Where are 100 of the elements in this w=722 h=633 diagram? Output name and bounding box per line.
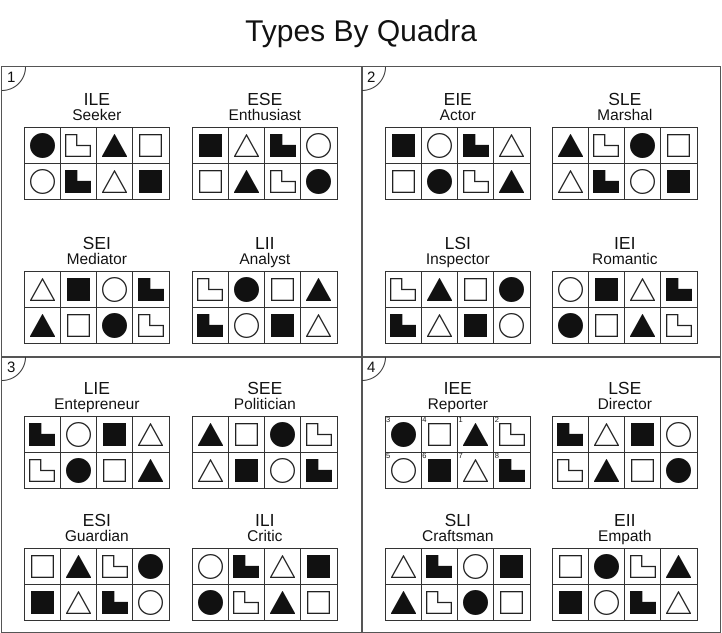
type-code: SEE	[247, 379, 282, 397]
quadrant-panel	[361, 356, 721, 632]
grid-cell	[422, 416, 458, 452]
grid-cell	[588, 548, 625, 584]
type-code: EIE	[444, 90, 472, 108]
grid-cell	[422, 584, 458, 620]
grid-cell	[588, 308, 625, 344]
type-code: LIE	[84, 379, 110, 397]
grid-cell	[386, 128, 422, 164]
type-code: SLE	[608, 90, 642, 108]
grid-cell	[625, 548, 662, 584]
type-code: EII	[614, 511, 636, 529]
grid-cell	[24, 584, 61, 620]
grid-cell	[661, 548, 698, 584]
grid-cell	[97, 452, 134, 488]
grid-cell	[661, 416, 698, 452]
grid-cell	[265, 452, 302, 488]
grid-cell	[228, 128, 265, 164]
grid-cell	[301, 128, 338, 164]
grid-cell	[60, 584, 97, 620]
grid-cell	[588, 584, 625, 620]
grid-cell	[588, 164, 625, 200]
grid-cell	[60, 272, 97, 308]
grid-cell	[192, 584, 229, 620]
type-code: LSI	[444, 234, 471, 252]
grid-cell	[60, 164, 97, 200]
grid-cell	[228, 452, 265, 488]
grid-cell	[458, 164, 494, 200]
type-code: IEI	[614, 234, 636, 252]
type-name: Craftsman	[422, 529, 494, 544]
grid-cell	[552, 128, 589, 164]
grid-cell	[625, 584, 662, 620]
grid-cell	[494, 164, 530, 200]
grid-cell	[661, 584, 698, 620]
type-code: ILE	[84, 90, 110, 108]
grid-cell	[60, 452, 97, 488]
type-name: Enthusiast	[228, 108, 301, 123]
grid-cell	[192, 416, 229, 452]
type-name: Empath	[598, 529, 652, 544]
grid-cell	[24, 128, 61, 164]
grid-cell	[228, 308, 265, 344]
grid-cell	[661, 272, 698, 308]
grid-cell	[265, 128, 302, 164]
grid-cell	[192, 308, 229, 344]
type-name: Analyst	[239, 252, 290, 267]
grid-cell	[97, 584, 134, 620]
grid-cell	[625, 452, 662, 488]
grid-cell	[228, 272, 265, 308]
type-name: Guardian	[64, 529, 129, 544]
grid-cell	[494, 308, 530, 344]
type-code: SLI	[444, 511, 471, 529]
type-name: Romantic	[592, 252, 658, 267]
type-code: ILI	[255, 511, 274, 529]
grid-cell	[228, 416, 265, 452]
grid-cell	[552, 416, 589, 452]
grid-cell	[552, 272, 589, 308]
grid-cell	[386, 164, 422, 200]
grid-cell	[588, 416, 625, 452]
type-code: IEE	[444, 379, 472, 397]
grid-cell	[386, 416, 422, 452]
grid-cell	[24, 308, 61, 344]
grid-cell	[133, 584, 170, 620]
type-name: Mediator	[66, 252, 127, 267]
quadrant-number: 1	[2, 67, 26, 91]
grid-cell	[192, 164, 229, 200]
grid-cell	[458, 128, 494, 164]
grid-cell	[422, 548, 458, 584]
grid-cell	[494, 272, 530, 308]
grid-cell	[386, 584, 422, 620]
grid-cell	[588, 128, 625, 164]
grid-cell	[97, 416, 134, 452]
grid-cell	[494, 548, 530, 584]
grid-cell	[228, 584, 265, 620]
type-name: Marshal	[597, 108, 652, 123]
grid-cell	[422, 128, 458, 164]
grid-cell	[458, 416, 494, 452]
grid-cell	[133, 452, 170, 488]
grid-cell	[458, 308, 494, 344]
grid-cell	[458, 548, 494, 584]
grid-cell	[133, 416, 170, 452]
grid-cell	[192, 452, 229, 488]
grid-cell	[494, 584, 530, 620]
grid-cell	[24, 164, 61, 200]
grid-cell	[625, 272, 662, 308]
type-name: Entepreneur	[54, 397, 140, 412]
type-name: Seeker	[72, 108, 122, 123]
grid-cell	[386, 452, 422, 488]
grid-cell	[265, 548, 302, 584]
grid-cell	[625, 164, 662, 200]
grid-cell	[265, 164, 302, 200]
grid-cell	[552, 308, 589, 344]
grid-cell	[661, 308, 698, 344]
quadrant-number: 4	[362, 357, 386, 381]
page-title: Types By Quadra	[245, 17, 477, 47]
type-name: Reporter	[428, 397, 488, 412]
grid-cell	[386, 272, 422, 308]
grid-cell	[97, 548, 134, 584]
grid-cell	[228, 164, 265, 200]
type-code: ESI	[82, 511, 111, 529]
grid-cell	[97, 128, 134, 164]
